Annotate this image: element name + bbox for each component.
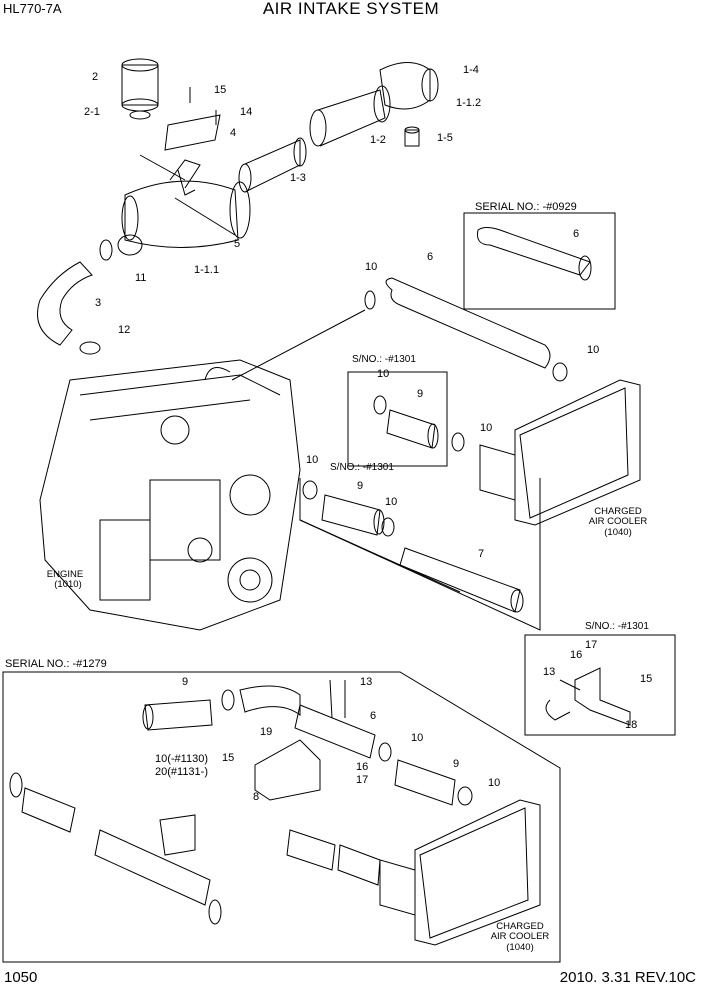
callout-9-d: 9	[453, 758, 460, 770]
callout-10-c: 10	[377, 368, 390, 380]
engine-ref: (1010)	[54, 579, 82, 590]
callout-15-b: 15	[640, 673, 653, 685]
callout-4: 4	[230, 127, 237, 139]
callout-1-2: 1-2	[370, 134, 386, 146]
callout-16-b: 16	[356, 761, 369, 773]
callout-11: 11	[135, 272, 147, 284]
callout-16-a: 16	[570, 649, 583, 661]
callout-9-b: 9	[357, 480, 364, 492]
callout-10-e: 10	[306, 454, 319, 466]
sleeve-9-lower	[321, 494, 385, 536]
callout-6-b: 6	[573, 228, 580, 240]
sno-1301-box-lower	[299, 478, 541, 631]
callout-8: 8	[253, 791, 260, 803]
callout-1-1-1: 1-1.1	[194, 264, 220, 276]
callout-10-1130: 10(-#1130)	[155, 753, 208, 765]
cooler-label-bottom: CHARGED AIR COOLER (1040)	[490, 921, 550, 953]
callout-19: 19	[260, 726, 273, 738]
callout-15-c: 15	[222, 752, 235, 764]
serial-1279-label: SERIAL NO.: -#1279	[5, 658, 107, 670]
bracket-18	[545, 667, 631, 726]
callout-12: 12	[118, 324, 131, 336]
cooler-label-top: CHARGED AIR COOLER (1040)	[588, 506, 648, 538]
sno-1301-label-mid: S/NO.: -#1301	[352, 354, 416, 365]
callout-15: 15	[214, 84, 227, 96]
callout-3: 3	[95, 297, 102, 309]
sleeve-9-mid	[386, 409, 439, 449]
callout-1-1-2: 1-1.2	[456, 97, 482, 109]
hose-6-variant	[477, 227, 591, 276]
air-cleaner	[117, 58, 251, 256]
callout-10-b: 10	[587, 344, 600, 356]
hose-7	[399, 547, 521, 613]
serial-1279-box	[2, 671, 561, 963]
callout-13-b: 13	[360, 676, 373, 688]
bracket-part4	[164, 87, 221, 151]
callout-10-h: 10	[488, 777, 501, 789]
filter-elements	[238, 62, 439, 193]
engine-block	[39, 359, 301, 631]
callout-2: 2	[92, 71, 99, 83]
page-title: AIR INTAKE SYSTEM	[262, 0, 440, 18]
callout-9-a: 9	[417, 388, 424, 400]
callout-20-1131: 20(#1131-)	[155, 766, 208, 778]
callout-2-1: 2-1	[84, 106, 100, 118]
sno-1301-label-right: S/NO.: -#1301	[585, 621, 649, 632]
model-code: HL770-7A	[3, 1, 62, 16]
engine-label: ENGINE	[46, 569, 84, 580]
callout-6-a: 6	[427, 251, 434, 263]
callout-1-4: 1-4	[463, 64, 479, 76]
callout-1-3: 1-3	[290, 172, 306, 184]
clamps	[302, 290, 568, 537]
sno-1301-box-mid	[347, 371, 448, 467]
serial-0929-label: SERIAL NO.: -#0929	[475, 201, 577, 213]
hose-6	[385, 277, 551, 369]
callout-9-c: 9	[182, 676, 189, 688]
serial-0929-box	[463, 212, 616, 310]
callout-10-g: 10	[411, 732, 424, 744]
revision-stamp: 2010. 3.31 REV.10C	[559, 969, 696, 986]
sno-1301-label-lower: S/NO.: -#1301	[330, 462, 394, 473]
hose-3	[37, 239, 113, 355]
callout-1-5: 1-5	[437, 132, 453, 144]
callout-10-a: 10	[365, 261, 378, 273]
callout-17-b: 17	[356, 774, 369, 786]
callout-18: 18	[625, 719, 638, 731]
callout-17-a: 17	[585, 639, 598, 651]
sno-1301-box-right	[524, 634, 676, 736]
callout-14: 14	[240, 106, 253, 118]
callout-6-c: 6	[370, 710, 377, 722]
callout-7: 7	[478, 548, 485, 560]
callout-10-f: 10	[385, 496, 398, 508]
callout-5: 5	[234, 238, 241, 250]
lower-parts	[9, 679, 473, 925]
callout-10-d: 10	[480, 422, 493, 434]
air-cooler-bottom	[379, 799, 541, 946]
page-number: 1050	[4, 969, 38, 986]
callout-13-a: 13	[543, 666, 556, 678]
air-cooler-top	[479, 379, 641, 526]
